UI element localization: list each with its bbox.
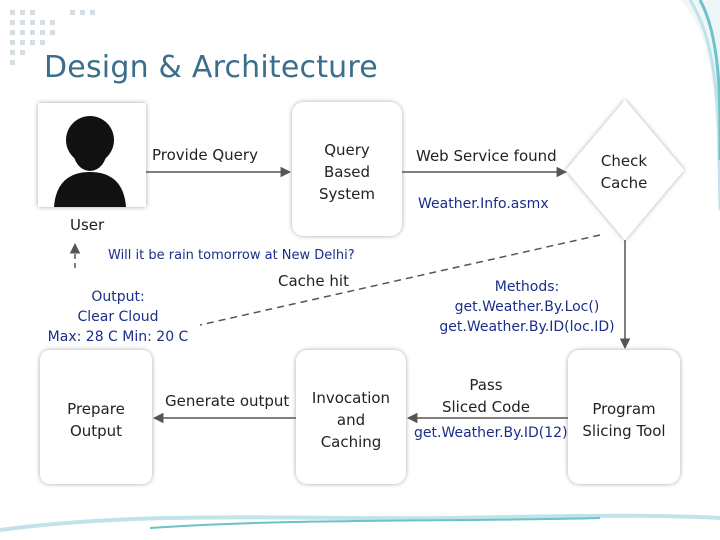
user-avatar (38, 103, 146, 207)
decor-dot-grid (10, 10, 95, 65)
decor-swoosh-top-right (680, 0, 720, 220)
web-service-found-label: Web Service found (416, 147, 557, 165)
cache-hit-label: Cache hit (278, 272, 349, 290)
get-weather-by-id-12-label: get.Weather.By.ID(12) (414, 425, 568, 441)
query-box-shape (292, 102, 402, 236)
prepare-output-label: Prepare Output (67, 400, 125, 440)
query-box-label: Query Based System (319, 141, 375, 203)
generate-output-label: Generate output (165, 392, 290, 410)
check-cache-diamond (566, 100, 684, 240)
prepare-output-shape (40, 350, 152, 484)
slide-title: Design & Architecture (44, 50, 378, 85)
pass-sliced-label: Pass Sliced Code (441, 376, 531, 416)
output-label: Output: Clear Cloud Max: 28 C Min: 20 C (47, 289, 189, 345)
arrow-cache-hit (199, 234, 601, 326)
decor-swoosh-bottom (0, 513, 720, 532)
methods-label: Methods: get.Weather.By.Loc() get.Weathe… (439, 279, 615, 335)
provide-query-label: Provide Query (152, 146, 258, 164)
weather-asmx-label: Weather.Info.asmx (418, 196, 549, 212)
question-label: Will it be rain tomorrow at New Delhi? (108, 248, 355, 263)
user-silhouette-icon (54, 116, 126, 207)
user-label: User (70, 216, 105, 234)
program-slicing-label: Program Slicing Tool (582, 400, 666, 440)
program-slicing-shape (568, 350, 680, 484)
invocation-box-label: Invocation and Caching (311, 389, 391, 451)
check-cache-label: Check Cache (600, 152, 648, 192)
invocation-box-shape (296, 350, 406, 484)
